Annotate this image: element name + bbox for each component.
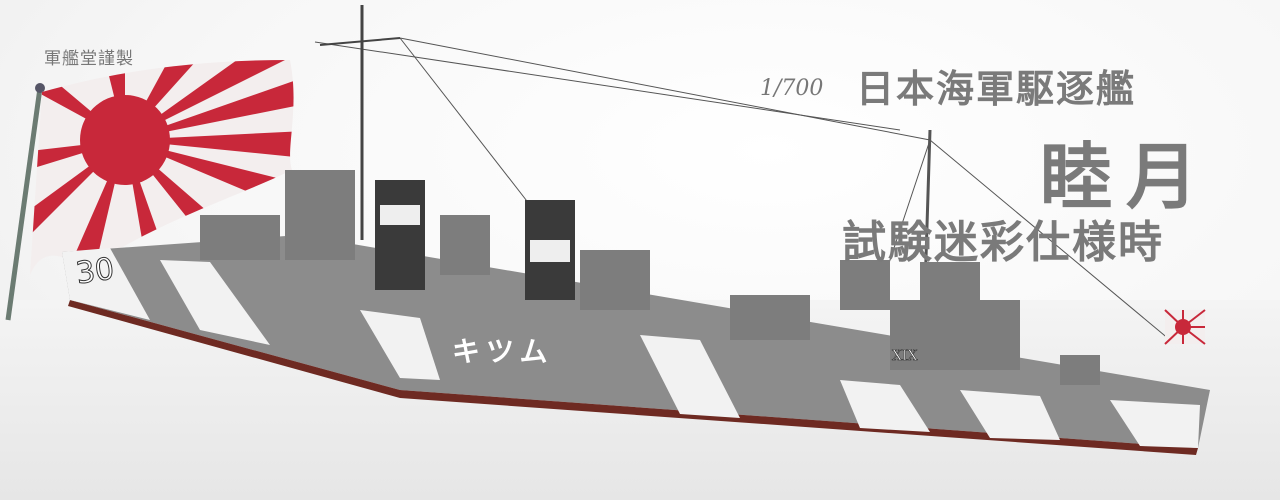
hull-katakana-name: キツム	[452, 335, 554, 368]
hull-number: 30	[73, 251, 117, 292]
title-ship-class: 日本海軍駆逐艦	[856, 66, 1137, 111]
roman-marking: XIX	[892, 348, 918, 365]
stern-ensign-icon	[1164, 309, 1206, 345]
maker-credit: 軍艦堂謹製	[44, 49, 134, 69]
hull	[62, 235, 1210, 448]
scale-label: 1/700	[760, 76, 824, 101]
flagpole	[5, 87, 43, 321]
title-ship-name: 睦月	[1040, 134, 1213, 219]
title-subtitle: 試験迷彩仕様時	[842, 217, 1164, 268]
